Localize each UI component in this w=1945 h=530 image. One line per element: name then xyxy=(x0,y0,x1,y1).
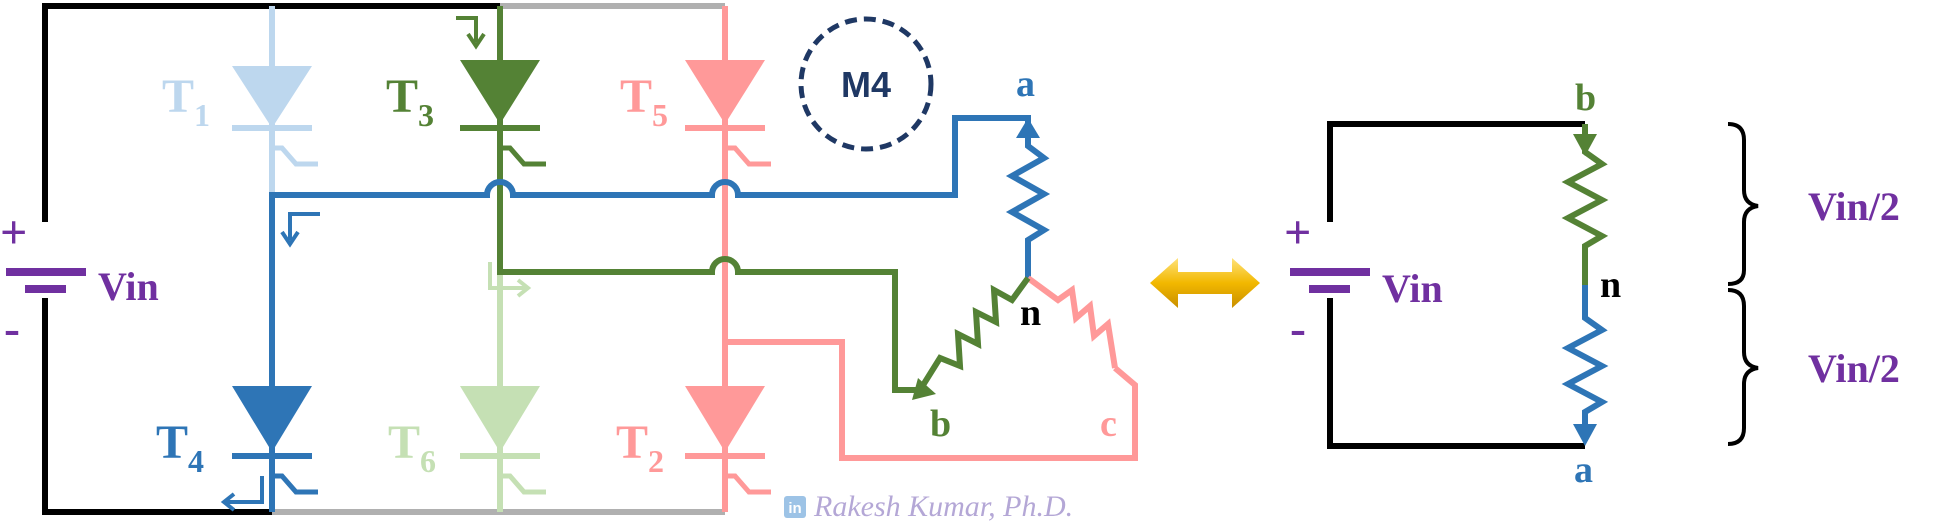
phase-a-current-arrow xyxy=(1016,118,1040,138)
t4-gate-arrow xyxy=(220,476,264,512)
eq-terminal-b: b xyxy=(1575,77,1596,119)
leg-a: T1 T4 xyxy=(156,6,318,512)
thyristor-t2-label: T2 xyxy=(616,416,664,479)
eq-neutral-n: n xyxy=(1600,264,1621,306)
equivalent-loop xyxy=(1327,121,1585,449)
linkedin-icon-text: in xyxy=(788,500,801,517)
load-terminal-c: c xyxy=(1100,403,1117,445)
eq-resistor-phase-a xyxy=(1561,285,1609,440)
eq-terminal-a: a xyxy=(1574,449,1593,491)
phase-c-wire xyxy=(725,339,1138,461)
t3-gate-arrow xyxy=(456,16,486,50)
eq-supply-label: Vin xyxy=(1382,266,1443,311)
supply-plus: + xyxy=(0,206,27,259)
supply-minus: - xyxy=(4,302,20,355)
thyristor-t3-label: T3 xyxy=(386,70,434,133)
mode-label: M4 xyxy=(841,64,891,105)
brace-top xyxy=(1727,122,1759,286)
half-voltage-bottom: Vin/2 xyxy=(1808,346,1900,391)
eq-resistor-phase-b xyxy=(1561,124,1609,285)
thyristor-t4-label: T4 xyxy=(156,416,204,479)
t1-gate-arrow xyxy=(280,212,320,248)
eq-supply-minus: - xyxy=(1290,302,1306,355)
resistor-phase-c xyxy=(1026,275,1118,369)
phase-a-wire xyxy=(269,115,1031,250)
thyristor-t5-label: T5 xyxy=(620,70,668,133)
brace-bottom xyxy=(1727,288,1759,446)
leg-b: T3 T6 xyxy=(386,6,546,512)
leg-c: T5 T2 xyxy=(616,6,771,512)
resistor-phase-b xyxy=(917,276,1031,392)
dc-supply: + - Vin xyxy=(0,206,159,355)
linkedin-icon xyxy=(784,496,806,518)
eq-phase-a-arrow xyxy=(1573,424,1597,446)
thyristor-t2-symbol xyxy=(685,386,771,495)
thyristor-t5-symbol xyxy=(685,60,771,167)
t6-gate-arrow xyxy=(488,262,532,298)
phase-b-wire xyxy=(497,195,920,393)
mode-badge: M4 xyxy=(798,16,934,152)
credit-text: Rakesh Kumar, Ph.D. xyxy=(813,490,1073,523)
thyristor-t3-symbol xyxy=(460,60,546,167)
thyristor-t1-symbol xyxy=(232,66,318,167)
equivalence-arrow xyxy=(1150,258,1260,308)
thyristor-t6-symbol xyxy=(460,386,546,495)
supply-label: Vin xyxy=(98,264,159,309)
negative-rail-black xyxy=(42,410,272,515)
thyristor-t4-symbol xyxy=(232,386,318,495)
resistor-phase-a xyxy=(1005,140,1051,278)
load-terminal-b: b xyxy=(930,403,951,445)
author-credit: in Rakesh Kumar, Ph.D. xyxy=(784,490,1073,523)
phase-b-current-arrow xyxy=(912,378,936,400)
half-voltage-top: Vin/2 xyxy=(1808,184,1900,229)
eq-phase-b-arrow xyxy=(1573,134,1597,156)
equivalent-circuit: + - Vin b n a Vin/2 Vin/2 xyxy=(1284,77,1900,491)
load-terminal-a: a xyxy=(1016,63,1035,105)
thyristor-t6-label: T6 xyxy=(388,416,436,479)
load-neutral-n: n xyxy=(1020,292,1041,334)
eq-supply-plus: + xyxy=(1284,206,1311,259)
thyristor-t1-label: T1 xyxy=(162,70,210,133)
